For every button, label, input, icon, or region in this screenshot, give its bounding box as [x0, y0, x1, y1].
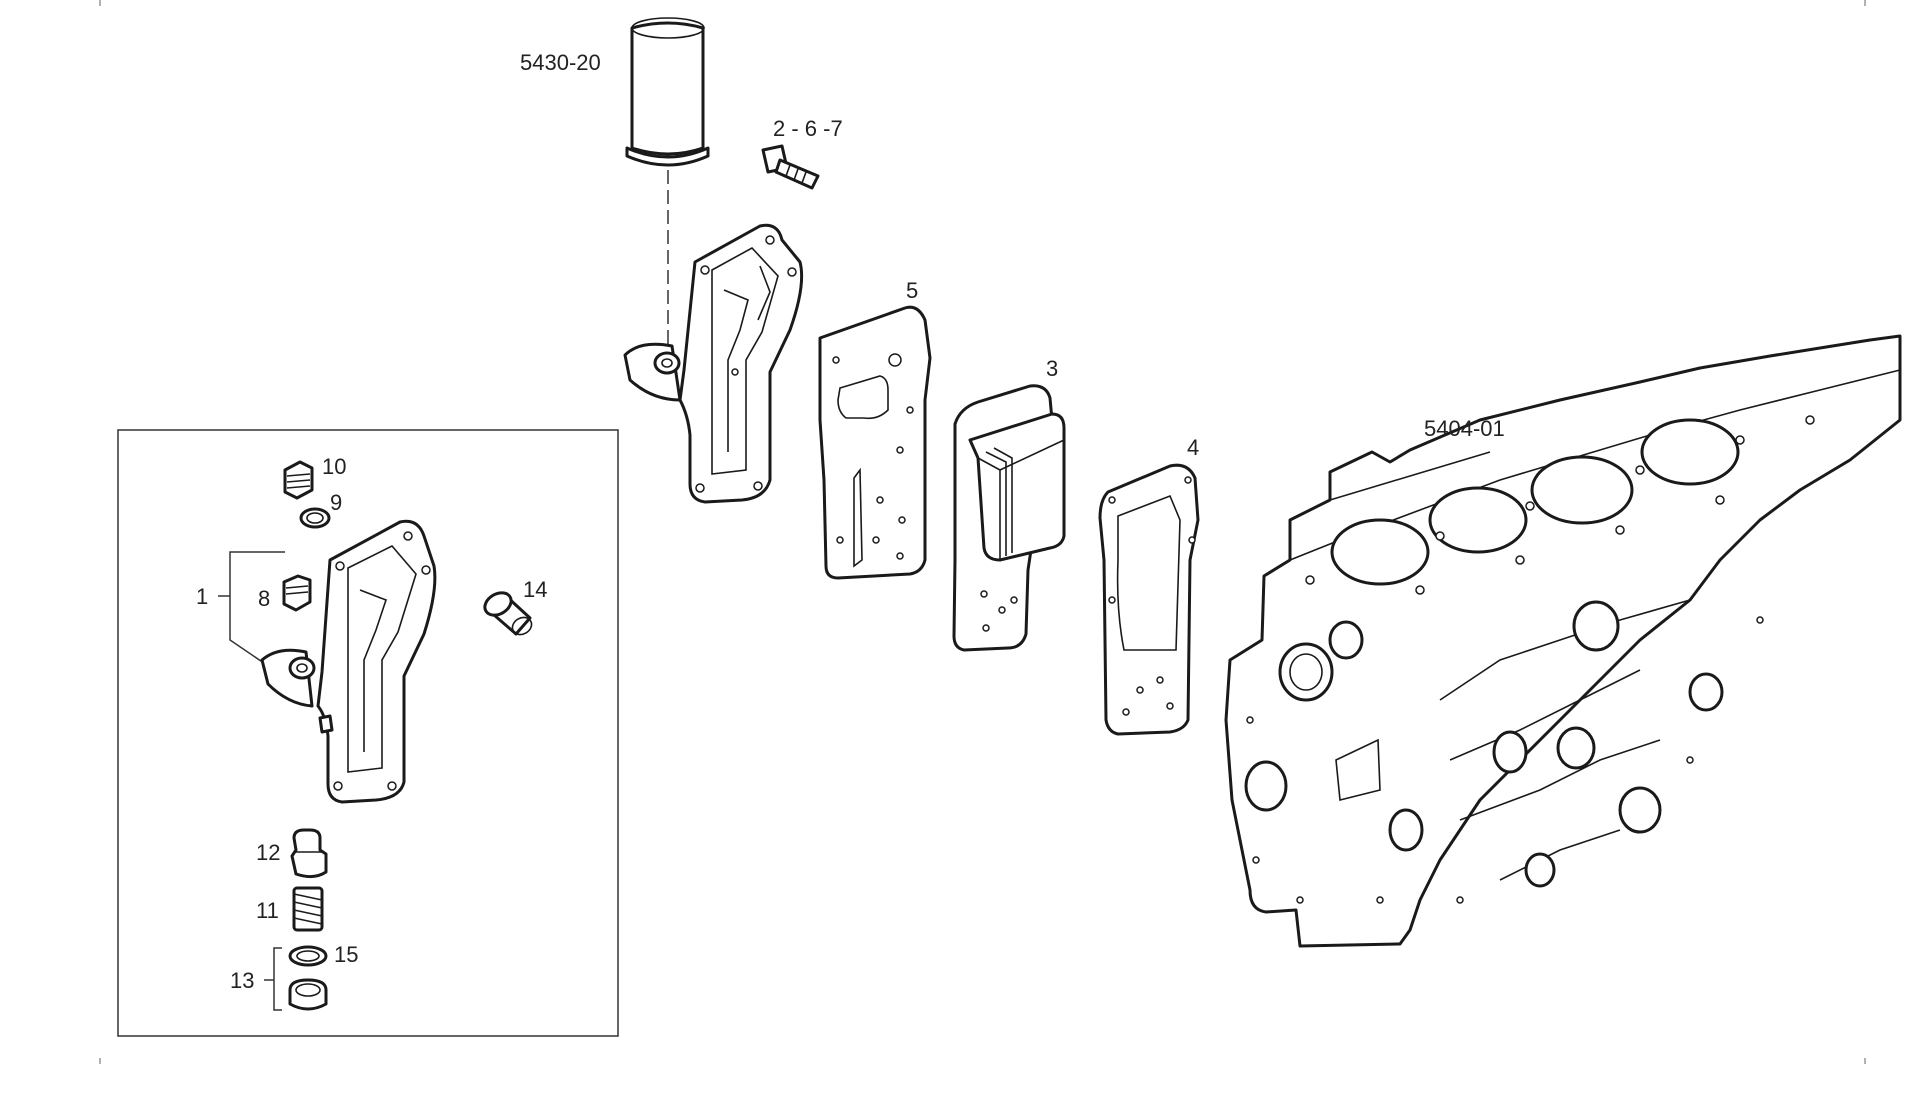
plug-side	[282, 574, 312, 612]
label-gasket-outer: 5	[906, 278, 918, 303]
heat-exchanger	[952, 384, 1066, 652]
oil-filter-support-detail	[260, 519, 437, 804]
seal-ring-bottom	[288, 945, 328, 967]
bushing	[483, 591, 533, 636]
label-engine-block: 5404-01	[1424, 416, 1505, 441]
label-bushing: 14	[523, 577, 547, 602]
seal-ring-top	[299, 507, 331, 529]
leader-plug-bottom-group	[273, 947, 282, 1011]
label-seal-ring-top: 9	[330, 490, 342, 515]
valve	[290, 828, 328, 879]
plug-top	[283, 460, 314, 500]
screw	[761, 144, 820, 190]
label-heat-exchanger: 3	[1046, 356, 1058, 381]
gasket-outer	[818, 305, 932, 580]
label-filter-cartridge: 5430-20	[520, 50, 601, 75]
plug-bottom	[288, 978, 328, 1011]
label-screws: 2 - 6 -7	[773, 116, 843, 141]
label-plug-bottom-group: 13	[230, 968, 254, 993]
filter-cartridge	[625, 17, 710, 355]
label-valve: 12	[256, 840, 280, 865]
gasket-inner	[1098, 463, 1200, 736]
detail-inset-box	[117, 429, 619, 1037]
label-plug-side: 8	[258, 586, 270, 611]
oil-filter-support-main	[623, 223, 804, 504]
label-plug-top: 10	[322, 454, 346, 479]
engine-block	[1224, 334, 1902, 948]
label-spring: 11	[256, 898, 279, 923]
label-seal-ring-bottom: 15	[334, 942, 358, 967]
label-support-assembly: 1	[196, 584, 208, 609]
spring	[292, 886, 324, 932]
corner-marks	[99, 0, 1866, 1064]
label-gasket-inner: 4	[1187, 435, 1199, 460]
